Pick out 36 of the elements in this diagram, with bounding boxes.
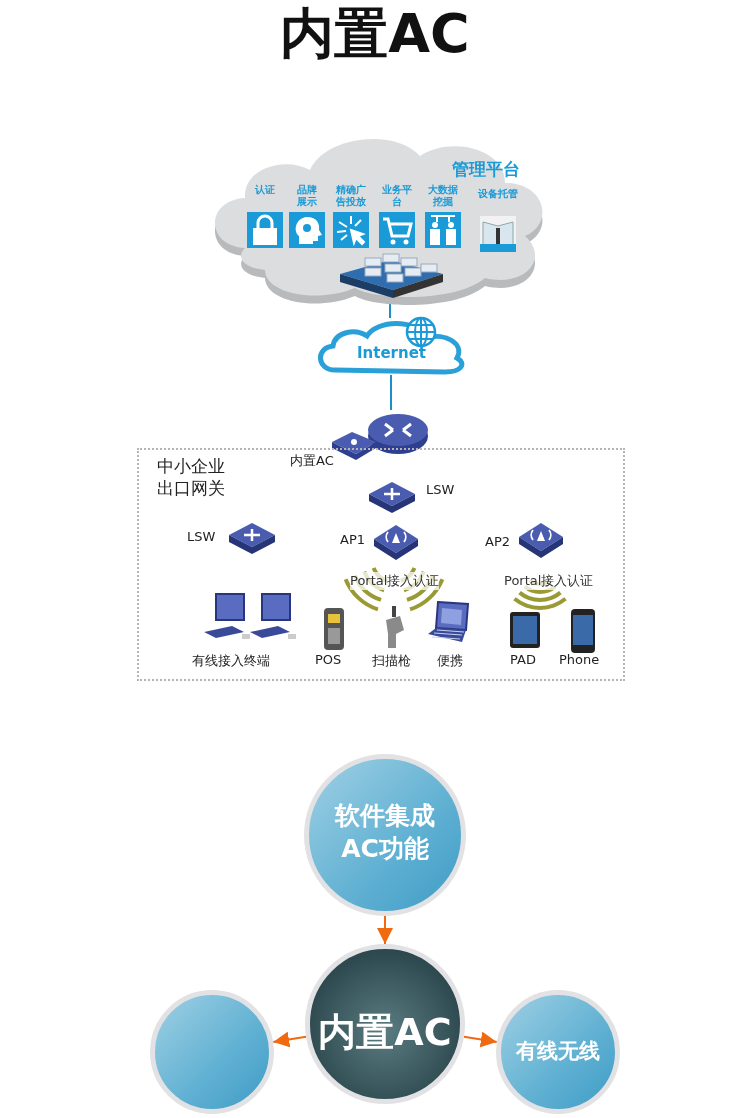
arrow [272, 1031, 308, 1048]
feature-circle: 有线无线 [496, 990, 620, 1114]
laptop-drawing [426, 600, 470, 644]
tablet-drawing [508, 610, 542, 650]
internet-cloud: Internet [315, 318, 467, 375]
feature-label: 设备托管 [477, 188, 519, 200]
auth-label: Portal接入认证 [350, 572, 440, 590]
feature-label: 精确广告投放 [335, 184, 367, 208]
device-label: 扫描枪 [372, 652, 411, 670]
device-label: 内置AC [290, 452, 334, 470]
device-label: Phone [559, 652, 600, 667]
device-label: AP1 [340, 532, 365, 547]
auth-label: Portal接入认证 [504, 572, 594, 590]
device-label: POS [315, 652, 342, 667]
access-point-drawing [372, 523, 420, 561]
switch-drawing [367, 480, 417, 516]
connector-line [390, 374, 392, 411]
feature-label: 大数据挖掘 [427, 184, 459, 208]
device-label: PAD [510, 652, 536, 667]
desktop-computers-drawing [202, 592, 298, 642]
device-label: AP2 [485, 534, 510, 549]
title: 内置AC [279, 1, 471, 67]
feature-label: 认证 [254, 184, 276, 196]
feature-label: 业务平台 [381, 184, 413, 208]
arrow [377, 915, 393, 945]
feature-label: 品牌展示 [296, 184, 318, 208]
feature-circle: 软件集成AC功能 [304, 754, 466, 916]
device-label: 便携 [437, 652, 463, 670]
center-circle: 内置AC [305, 944, 465, 1104]
device-label: LSW [187, 529, 216, 544]
device-label: 有线接入终端 [192, 652, 270, 670]
device-label: LSW [426, 482, 455, 497]
access-point-drawing [517, 521, 565, 559]
phone-drawing [570, 608, 596, 654]
switch-drawing [227, 521, 275, 555]
arrow [462, 1031, 498, 1048]
